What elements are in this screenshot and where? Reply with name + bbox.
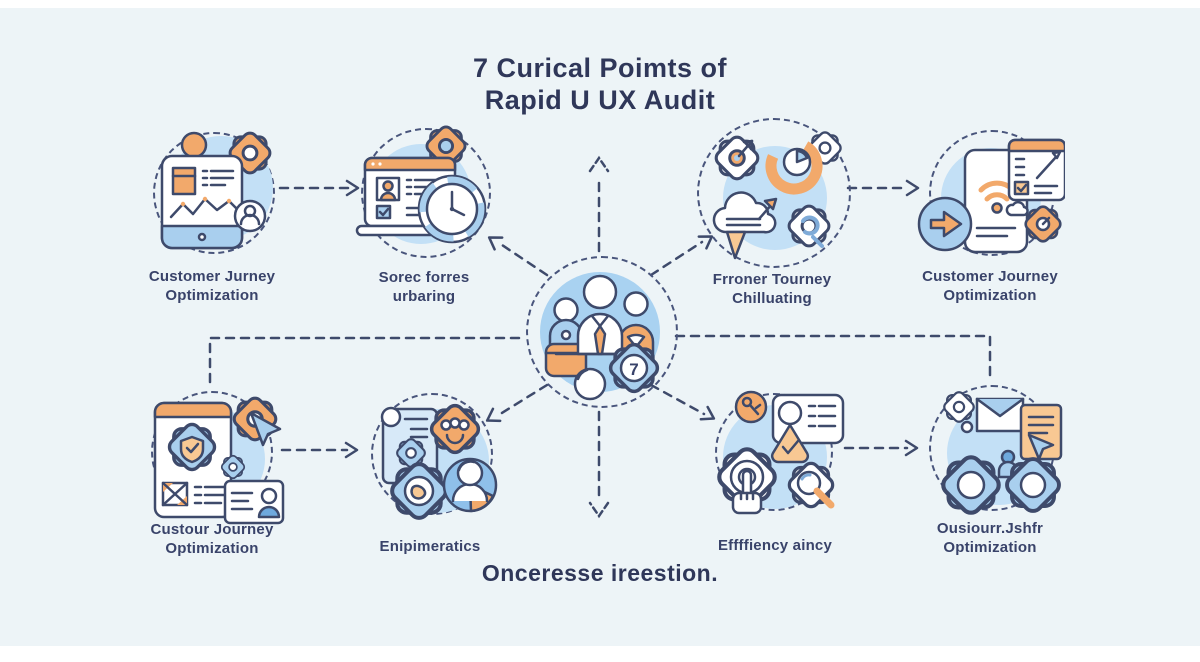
arrow-bottom-left — [280, 441, 359, 459]
laptop-clock-icon — [355, 122, 487, 244]
title-line-1: 7 Curical Poimts of — [472, 53, 728, 83]
label-line-2: urbaring — [392, 288, 456, 305]
team-meeting-icon: 7 — [540, 272, 663, 401]
dashed-ring — [153, 132, 275, 254]
label-line-1: Frroner Tourney — [712, 271, 832, 288]
arrow-center-up — [588, 155, 610, 253]
arrow-top-right — [846, 179, 920, 197]
cluster-label: Enipimeratics — [335, 537, 525, 556]
tagline: Onceresse ireestion. — [481, 560, 719, 586]
phone-gear-idcard-icon — [153, 393, 285, 525]
label-line-2: Optimization — [165, 540, 259, 557]
label-line-1: Ousiourr.Jshfr — [936, 520, 1044, 537]
page-title: 7 Curical Poimts of Rapid U UX Audit — [0, 52, 1200, 116]
label-line-1: Effffiency aincy — [717, 537, 833, 554]
arrow-center-down — [588, 410, 610, 519]
phone-wifi-document-icon — [917, 138, 1065, 254]
label-line-1: Custour Journey — [150, 521, 274, 538]
label-line-2: Chilluating — [732, 290, 812, 307]
label-line-2: Optimization — [165, 287, 259, 304]
arrow-top-left — [278, 179, 360, 197]
gears-mascot-person-icon — [380, 400, 498, 527]
cluster-label: Customer Jurney Optimization — [117, 267, 307, 305]
arrow-bottom-right — [843, 439, 919, 457]
label-line-1: Customer Journey — [922, 268, 1058, 285]
cluster-label: Ousiourr.Jshfr Optimization — [895, 519, 1085, 557]
label-line-1: Enipimeratics — [379, 538, 481, 555]
infographic-canvas: 7 Curical Poimts of Rapid U UX Audit — [0, 8, 1200, 646]
gear-hand-magnifier-icon — [697, 390, 845, 515]
center-dashed-ring — [526, 256, 678, 408]
title-line-2: Rapid U UX Audit — [484, 85, 716, 115]
tablet-analytics-icon — [160, 128, 275, 250]
cloud-gears-gauge-icon — [711, 129, 844, 260]
label-line-1: Customer Jurney — [148, 268, 276, 285]
cluster-label: Customer Journey Optimization — [895, 267, 1085, 305]
cluster-label: Custour Journey Optimization — [117, 520, 307, 558]
dashed-ring — [715, 393, 833, 511]
center-number: 7 — [629, 360, 638, 379]
label-line-2: Optimization — [943, 287, 1037, 304]
label-line-2: Optimization — [943, 539, 1037, 556]
gears-envelope-document-icon — [915, 389, 1065, 521]
cluster-label: Sorec forres urbaring — [329, 268, 519, 306]
dashed-ring — [361, 128, 491, 258]
dashed-ring — [697, 118, 851, 268]
cluster-label: Effffiency aincy — [680, 536, 870, 555]
label-line-1: Sorec forres — [378, 269, 470, 286]
cluster-label: Frroner Tourney Chilluating — [677, 270, 867, 308]
